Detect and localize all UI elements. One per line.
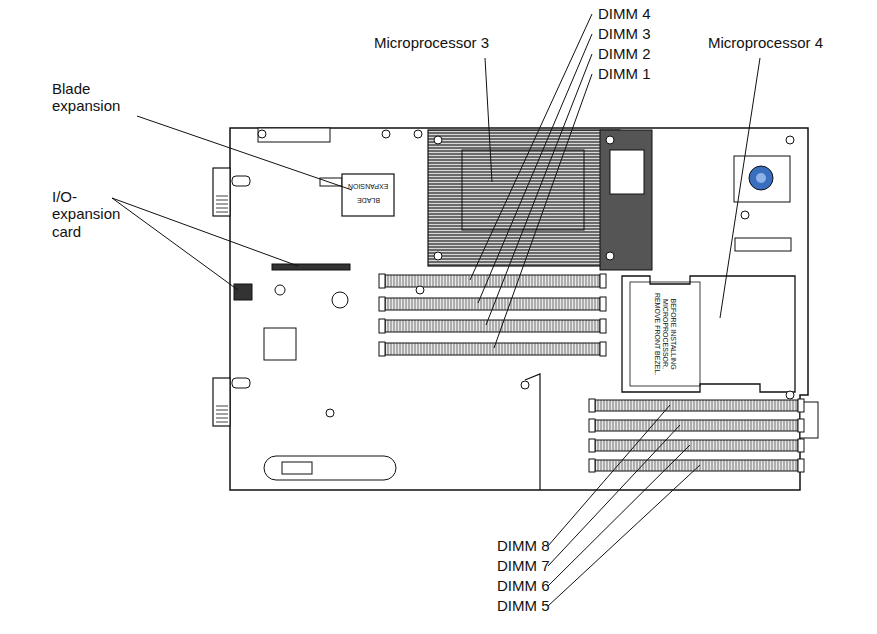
small-connector	[282, 462, 312, 474]
power-connector	[735, 238, 791, 251]
component	[275, 285, 285, 295]
dimm-clip	[600, 274, 606, 288]
callout-label: DIMM 5	[497, 597, 550, 614]
top-connector	[258, 128, 330, 142]
dimm-slot	[385, 343, 600, 355]
callout-label: DIMM 2	[598, 45, 651, 62]
screw-hole	[786, 136, 794, 144]
dimm-clip	[379, 319, 385, 333]
board-print: BLADE	[357, 196, 380, 204]
dimm-clip	[589, 439, 595, 452]
connector-pins	[216, 196, 228, 422]
callout-label: DIMM 4	[598, 5, 651, 22]
processor-cover	[622, 276, 795, 392]
leader-lines	[112, 14, 760, 606]
cover-label-area	[630, 282, 700, 386]
screw-hole	[521, 381, 529, 389]
dimm-slot	[595, 420, 798, 431]
heatsink	[428, 130, 620, 266]
dimm-clip	[798, 399, 804, 412]
partition-bracket	[525, 374, 540, 490]
dimm-clip	[589, 459, 595, 472]
dimm-slot	[595, 460, 798, 471]
screw-hole	[606, 136, 614, 144]
screw-hole	[786, 391, 794, 399]
standoff	[332, 292, 348, 308]
latch	[232, 378, 250, 388]
screw-hole	[382, 130, 390, 138]
callout-label: DIMM 3	[598, 25, 651, 42]
knob-center	[756, 173, 766, 183]
chip	[264, 328, 296, 360]
rotating-knob	[749, 166, 773, 190]
dimm-clip	[379, 297, 385, 311]
latch	[232, 176, 250, 186]
baffle-window	[610, 150, 644, 194]
edge-connector	[213, 378, 230, 426]
screw-hole	[606, 252, 614, 260]
slot-feature	[264, 456, 396, 480]
board-print: BEFORE INSTALLING MICROPROCESSOR, REMOVE…	[653, 286, 677, 382]
callout-label: DIMM 1	[598, 65, 651, 82]
edge-connector	[213, 168, 230, 216]
screw-hole	[326, 409, 334, 417]
screw-hole	[414, 130, 422, 138]
screw-hole	[741, 211, 749, 219]
dimm-clip	[589, 399, 595, 412]
callout-label: Blade expansion	[52, 80, 136, 115]
knob-housing	[734, 156, 790, 202]
callout-label: DIMM 6	[497, 577, 550, 594]
dimm-clip	[798, 439, 804, 452]
callout-label: DIMM 8	[497, 537, 550, 554]
screw-hole	[434, 136, 442, 144]
callout-label: I/O-expansion card	[52, 188, 112, 240]
screw-hole	[258, 130, 266, 138]
connector-stub	[320, 178, 342, 186]
callout-label: Microprocessor 4	[708, 34, 823, 51]
io-expansion-slot	[272, 264, 350, 270]
dimm-clip	[379, 274, 385, 288]
blade-expansion-connector	[342, 174, 394, 216]
screw-hole	[416, 286, 424, 294]
board-print: EXPANSION	[348, 182, 388, 190]
dimm-clip	[589, 419, 595, 432]
dimm-clip	[379, 342, 385, 356]
dimm-slot	[385, 320, 600, 332]
dimm-slot	[595, 400, 798, 411]
dimm-clip	[600, 319, 606, 333]
dimm-clip	[798, 419, 804, 432]
callout-label: DIMM 7	[497, 557, 550, 574]
dimm-clip	[798, 459, 804, 472]
air-baffle	[600, 130, 652, 270]
io-expansion-connector	[234, 284, 252, 300]
dimm-clip	[600, 342, 606, 356]
dimm-clip	[600, 297, 606, 311]
dimm-slot	[385, 275, 600, 287]
callout-label: Microprocessor 3	[374, 34, 489, 51]
screw-hole	[434, 252, 442, 260]
dimm-slot	[595, 440, 798, 451]
heatsink-label-area	[462, 150, 584, 230]
